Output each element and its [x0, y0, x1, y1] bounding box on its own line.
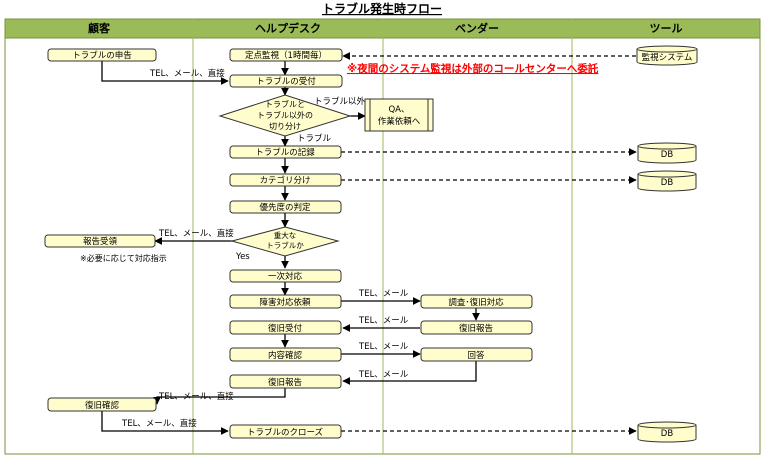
serious-decision-diamond [230, 226, 340, 257]
connector-labels: TEL、メール、直接 トラブル以外 トラブル TEL、メール、直接 Yes TE… [121, 68, 409, 429]
label-trouble-other: トラブル以外 [314, 96, 366, 107]
first-response-box [229, 269, 342, 283]
priority-box [229, 200, 342, 214]
decision-line2: トラブル以外の [257, 110, 313, 120]
lane-tool: ツール [650, 22, 683, 35]
label-tel-mail-3: TEL、メール [358, 342, 409, 352]
qa-line1: QA、 [388, 105, 409, 115]
trouble-record-label: トラブルの記録 [255, 147, 315, 158]
recovery-report-helpdesk-label: 復旧報告 [268, 377, 302, 388]
label-tel-mail-direct-3: TEL、メール、直接 [158, 391, 234, 402]
report-received-label: 報告受領 [83, 236, 118, 247]
report-received-box [44, 234, 156, 248]
answer-label: 回答 [467, 350, 485, 361]
monitoring-system-label: 監視システム [642, 52, 693, 63]
priority-label: 優先度の判定 [259, 202, 311, 213]
db2-label: DB [661, 178, 674, 188]
flow-boxes: トラブルの申告 報告受領 ※必要に応じて対応指示 復旧確認 定点監視（1時間毎）… [44, 48, 533, 439]
trouble-close-box [229, 424, 342, 439]
answer-box [420, 347, 533, 362]
db1-cylinder: DB [637, 142, 697, 164]
db3-label: DB [661, 429, 674, 439]
content-check-box [229, 347, 342, 362]
db2-cylinder: DB [637, 170, 697, 192]
label-yes: Yes [235, 252, 250, 262]
recovery-reception-box [229, 320, 342, 335]
first-response-label: 一次対応 [268, 271, 303, 282]
investigation-label: 調査･復旧対応 [448, 297, 504, 308]
label-trouble: トラブル [297, 133, 332, 144]
decision-line1: トラブルと [265, 99, 305, 109]
qa-line2: 作業依頼へ [378, 116, 421, 127]
incident-request-box [229, 294, 342, 309]
trouble-record-box [229, 145, 342, 159]
trouble-report-label: トラブルの申告 [72, 50, 132, 61]
monitoring-system-cylinder: 監視システム [636, 45, 698, 66]
categorize-label: カテゴリ分け [259, 175, 310, 186]
label-tel-mail-4: TEL、メール [358, 370, 409, 380]
page-title: トラブル発生時フロー [322, 1, 442, 16]
lane-vendor: ベンダー [455, 21, 499, 35]
db1-label: DB [661, 150, 674, 160]
investigation-box [420, 294, 533, 309]
recovery-confirm-label: 復旧確認 [85, 400, 120, 411]
db3-cylinder: DB [637, 421, 697, 443]
recovery-reception-label: 復旧受付 [268, 323, 303, 334]
outsourcing-note: ※夜間のシステム監視は外部のコールセンターへ委託 [347, 62, 599, 75]
recovery-report-vendor-label: 復旧報告 [459, 323, 493, 334]
trouble-reception-box [229, 74, 343, 88]
label-tel-mail-direct-2: TEL、メール、直接 [158, 228, 234, 239]
trouble-report-box [47, 48, 157, 62]
label-tel-mail-direct-1: TEL、メール、直接 [149, 68, 225, 79]
content-check-label: 内容確認 [268, 350, 303, 361]
lane-customer: 顧客 [88, 21, 111, 35]
recovery-confirm-box [47, 397, 157, 412]
label-tel-mail-1: TEL、メール [358, 289, 409, 299]
qa-request-box [364, 98, 434, 132]
report-note: ※必要に応じて対応指示 [80, 253, 167, 263]
categorize-box [229, 173, 342, 187]
tool-cylinders: 監視システム DB DB DB [636, 45, 698, 443]
trouble-close-label: トラブルのクローズ [247, 427, 324, 438]
label-tel-mail-direct-4: TEL、メール、直接 [121, 418, 197, 429]
incident-request-label: 障害対応依頼 [259, 297, 311, 308]
recovery-report-helpdesk-box [229, 374, 342, 389]
periodic-monitoring-label: 定点監視（1時間毎） [245, 50, 327, 61]
serious-line2: トラブルか [266, 240, 304, 250]
periodic-monitoring-box [229, 48, 343, 62]
serious-line1: 重大な [274, 230, 297, 240]
lane-helpdesk: ヘルプデスク [255, 21, 321, 35]
trouble-reception-label: トラブルの受付 [256, 76, 316, 87]
decision-line3: 切り分け [269, 122, 301, 131]
connectors [101, 52, 637, 435]
recovery-report-vendor-box [420, 320, 533, 335]
label-tel-mail-2: TEL、メール [358, 316, 409, 326]
trouble-decision-diamond [218, 94, 352, 137]
